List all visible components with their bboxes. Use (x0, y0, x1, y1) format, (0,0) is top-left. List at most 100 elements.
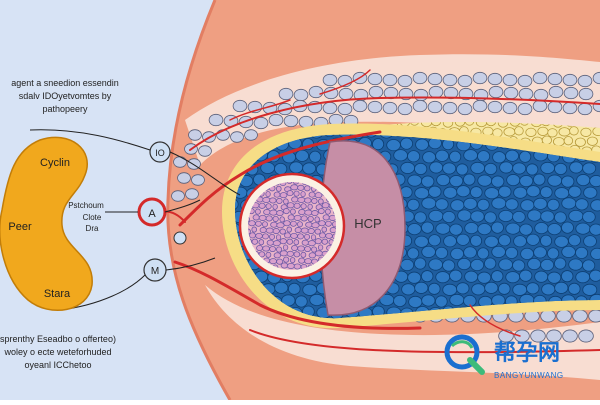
yellow-cell (497, 122, 509, 128)
pink-cell (293, 239, 300, 246)
pink-cell (279, 216, 285, 223)
grey-cell (268, 113, 284, 127)
blue-cell (568, 258, 583, 271)
blue-cell (477, 198, 490, 211)
blue-cell (442, 259, 456, 272)
pink-cell (286, 226, 293, 233)
blue-cell (428, 209, 444, 223)
blue-cell (491, 221, 504, 234)
pink-cell (279, 192, 288, 199)
blue-cell (547, 223, 562, 236)
blue-cell (470, 210, 485, 223)
hcp-label: HCP (354, 216, 381, 231)
pink-cell (293, 263, 302, 270)
blue-cell (519, 175, 534, 188)
pink-cell (317, 244, 324, 251)
blue-cell (421, 221, 434, 234)
pink-cell (293, 251, 301, 258)
grey-cell (578, 87, 594, 101)
pink-cell (297, 245, 305, 252)
pink-cell (286, 250, 295, 257)
blue-cell (505, 222, 521, 235)
pink-cell (254, 208, 261, 215)
blue-cell (498, 209, 514, 223)
grey-cell (487, 100, 503, 114)
yellow-cell (558, 127, 571, 137)
grey-cell (397, 102, 413, 116)
blue-cell (484, 235, 499, 248)
pink-cell (297, 196, 306, 204)
grey-cell (457, 74, 473, 88)
blue-cell (449, 269, 463, 282)
yellow-cell (563, 136, 574, 146)
pink-cell (310, 234, 317, 241)
blue-cell (442, 283, 458, 296)
blue-cell (583, 186, 598, 199)
blue-cell (407, 271, 422, 284)
pink-cell (308, 252, 317, 259)
blue-cell (449, 175, 464, 188)
yellow-cell (552, 137, 565, 147)
blue-cell (414, 211, 427, 224)
pink-cell (273, 252, 282, 259)
grey-cell (577, 102, 593, 116)
blue-cell (364, 134, 378, 138)
blue-cell (428, 234, 441, 247)
blue-cell (569, 161, 584, 174)
grey-cell (322, 73, 338, 87)
grey-cell (368, 85, 384, 99)
pink-cell (262, 196, 271, 204)
blue-cell (484, 281, 499, 294)
blue-cell (554, 187, 570, 200)
blue-cell (470, 234, 483, 247)
blue-cell (484, 187, 500, 200)
grey-cell (367, 72, 383, 86)
grey-cell (352, 99, 368, 113)
blue-cell (302, 162, 317, 175)
blue-cell (274, 162, 288, 175)
grey-cell (367, 100, 383, 114)
blue-cell (407, 174, 423, 187)
blue-cell (456, 282, 470, 295)
blue-cell (428, 258, 443, 271)
stara-label: Stara (44, 288, 71, 300)
pink-cell (284, 232, 291, 239)
grey-cell (518, 87, 534, 101)
pink-cell (289, 257, 296, 264)
pink-cell (248, 228, 251, 235)
blue-cell (464, 222, 479, 235)
blue-cell (443, 186, 458, 199)
grey-cell (428, 85, 444, 99)
grey-cell (503, 86, 519, 100)
pink-cell (275, 234, 282, 241)
pink-cell (300, 251, 307, 258)
grey-cell (171, 190, 185, 202)
orange-shape (0, 136, 93, 312)
pink-cell (266, 239, 274, 246)
pink-cell (286, 202, 295, 209)
blue-cell (442, 210, 456, 224)
blue-cell (400, 137, 414, 150)
blue-cell (540, 259, 555, 272)
pink-cell (265, 203, 272, 210)
blue-cell (323, 134, 336, 138)
pink-cell (321, 202, 330, 209)
blue-cell (463, 173, 476, 186)
pink-cell (305, 221, 313, 228)
pink-cell (304, 245, 312, 253)
pink-cell (248, 220, 256, 227)
pink-cell (265, 215, 273, 222)
grey-cell (412, 99, 428, 113)
blue-cell (450, 199, 465, 212)
blue-cell (456, 185, 471, 198)
top-note-line-2: sdalv IDOyetvomtes by (19, 91, 112, 101)
grey-cell (278, 87, 294, 101)
pink-cell (286, 238, 294, 245)
blue-cell (449, 293, 465, 306)
pink-cell (262, 233, 269, 240)
pink-cell (328, 214, 336, 221)
blue-cell (519, 269, 533, 282)
pink-cell (265, 227, 274, 234)
blue-cell (498, 185, 512, 198)
blue-cell (484, 162, 498, 175)
